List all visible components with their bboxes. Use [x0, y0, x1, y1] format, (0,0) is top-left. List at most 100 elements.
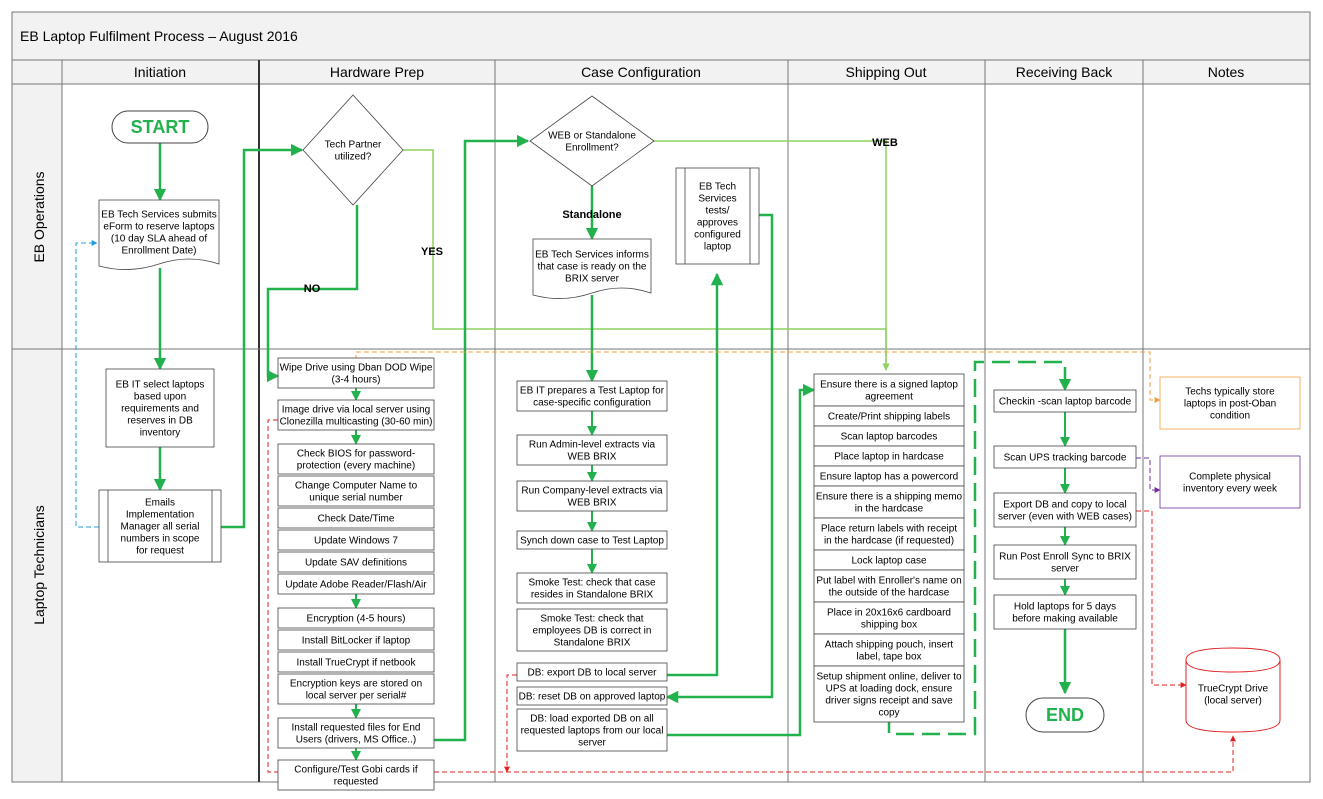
receiving-step-4-line: Run Post Enroll Sync to BRIX — [999, 552, 1131, 563]
case-step-9-line: server — [578, 738, 606, 749]
receiving-step-3-line: server (even with WEB cases) — [998, 512, 1132, 523]
hardware-step-9 — [277, 607, 435, 629]
receiving-step-1-text: Checkin -scan laptop barcode — [999, 397, 1132, 408]
case-step-5 — [516, 572, 668, 604]
note-oban-line: Techs typically store — [1185, 387, 1275, 398]
truecrypt-drive — [1185, 647, 1281, 733]
shipping-step-11-line: Attach shipping pouch, insert — [825, 640, 954, 651]
note-oban-line: laptops in post-Oban — [1184, 399, 1276, 410]
phase-hardware-prep: Hardware Prep — [330, 64, 424, 80]
case-step-8 — [516, 686, 668, 706]
note-oban-line: condition — [1210, 411, 1250, 422]
shipping-step-11 — [813, 633, 965, 667]
case-step-2 — [516, 434, 668, 466]
case-step-7 — [516, 662, 668, 682]
phase-case-configuration: Case Configuration — [581, 64, 701, 80]
standalone-label: Standalone — [562, 209, 621, 221]
load-to-shipping — [667, 383, 816, 737]
decision-web — [654, 140, 890, 371]
note-oban — [1159, 376, 1301, 430]
hardware-step-12 — [277, 673, 435, 705]
shipping-step-7-line: Place return labels with receipt — [821, 524, 957, 535]
shipping-step-12-line: copy — [878, 708, 899, 719]
case-step-2-line: WEB BRIX — [568, 452, 617, 463]
web-standalone-decision-line: Enrollment? — [565, 143, 619, 154]
hardware-step-1 — [277, 357, 435, 389]
case-step-8-line: DB: reset DB on approved laptop — [519, 692, 666, 703]
informs-case-ready-doc-line: EB Tech Services informs — [535, 250, 649, 261]
decision-no — [266, 205, 359, 383]
receiving-step-3 — [993, 492, 1137, 528]
shipping-step-12-line: driver signs receipt and save — [825, 696, 953, 707]
email-feedback — [75, 240, 99, 528]
hardware-step-1-line: Wipe Drive using Dban DOD Wipe — [280, 363, 433, 374]
web-standalone-decision — [529, 95, 655, 187]
receiving-step-2 — [993, 445, 1137, 469]
phase-receiving-back: Receiving Back — [1016, 64, 1113, 80]
export-to-truecrypt — [1136, 510, 1187, 688]
hardware-step-11-text: Install TrueCrypt if netbook — [297, 658, 417, 669]
shipping-step-6-line: Ensure there is a shipping memo — [816, 492, 963, 503]
web-standalone-decision-line: WEB or Standalone — [548, 131, 636, 142]
tests-approves-step-line: EB Tech — [699, 182, 736, 193]
hardware-step-8 — [277, 573, 435, 595]
hardware-step-7 — [277, 551, 435, 573]
case-step-1-text: EB IT prepares a Test Laptop forcase-spe… — [520, 386, 665, 409]
hardware-step-1-line: (3-4 hours) — [332, 375, 381, 386]
receiving-step-5-line: before making available — [1012, 614, 1118, 625]
email-to-decision — [221, 143, 304, 529]
hardware-step-4-line: Change Computer Name to — [295, 481, 418, 492]
shipping-to-receiving — [887, 360, 1072, 736]
select-laptops-step-line: requirements and — [121, 404, 199, 415]
tests-approves-step-line: Services — [698, 194, 736, 205]
receiving-step-1 — [993, 389, 1137, 413]
start-terminator-label: START — [131, 117, 190, 137]
shipping-step-7 — [813, 517, 965, 551]
receiving-step-4-line: server — [1051, 564, 1079, 575]
hardware-step-6 — [277, 529, 435, 551]
informs-case-ready-doc-line: that case is ready on the — [538, 262, 647, 273]
tests-approves-step-line: laptop — [704, 242, 732, 253]
case-step-3-line: Run Company-level extracts via — [521, 486, 663, 497]
tests-to-reset — [665, 213, 774, 704]
diagram-title: EB Laptop Fulfilment Process – August 20… — [20, 28, 298, 44]
tests-approves-step — [675, 167, 760, 265]
shipping-step-1 — [813, 373, 965, 407]
hardware-step-2-line: Clonezilla multicasting (30-60 min) — [280, 417, 433, 428]
shipping-step-8-text: Lock laptop case — [851, 556, 926, 567]
case-step-6-line: Smoke Test: check that — [540, 614, 643, 625]
hardware-step-13-line: Install requested files for End — [292, 723, 421, 734]
hardware-step-7-text: Update SAV definitions — [305, 558, 407, 569]
shipping-step-1-line: agreement — [865, 392, 913, 403]
submit-eform-doc-line: Enrollment Date) — [121, 246, 196, 257]
hardware-step-3-line: Check BIOS for password- — [297, 449, 415, 460]
hardware-step-7-line: Update SAV definitions — [305, 558, 407, 569]
hardware-step-11-line: Install TrueCrypt if netbook — [297, 658, 417, 669]
tech-partner-decision-line: utilized? — [335, 152, 372, 163]
hardware-step-4-line: unique serial number — [309, 493, 403, 504]
receiving-step-3-line: Export DB and copy to local — [1003, 500, 1126, 511]
hardware-step-11 — [277, 651, 435, 673]
shipping-step-11-line: label, tape box — [856, 652, 921, 663]
shipping-step-4-line: Place laptop in hardcase — [834, 452, 944, 463]
select-laptops-step-line: based upon — [134, 392, 186, 403]
case-step-9-line: DB: load exported DB on all — [530, 714, 653, 725]
case-step-5-line: Smoke Test: check that case — [528, 578, 656, 589]
shipping-step-9 — [813, 569, 965, 603]
shipping-step-3-text: Scan laptop barcodes — [841, 432, 938, 443]
case-step-3 — [516, 480, 668, 512]
